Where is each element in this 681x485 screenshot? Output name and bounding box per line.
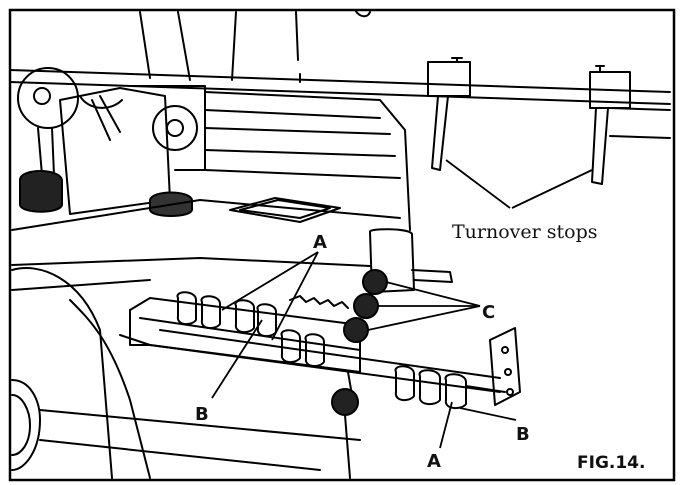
figure-caption: FIG.14.: [577, 453, 645, 473]
machine-body: [9, 9, 671, 479]
label-a-upper: A: [313, 232, 327, 253]
leader-a-upper-2: [271, 251, 319, 341]
label-c: C: [482, 302, 495, 323]
leader-b-right: [459, 407, 517, 421]
label-b-left: B: [195, 404, 209, 425]
leader-c-1: [385, 281, 481, 307]
label-b-right: B: [516, 424, 530, 445]
label-turnover-stops: Turnover stops: [452, 221, 598, 243]
leader-a-lower: [439, 401, 453, 449]
label-a-lower: A: [427, 451, 441, 472]
leader-turnover-left: [445, 159, 511, 209]
figure-border: [8, 8, 676, 482]
leader-c-3: [367, 305, 481, 331]
leader-a-upper-1: [221, 251, 319, 311]
leader-turnover-right: [511, 169, 593, 209]
leader-lines: [211, 159, 593, 449]
leader-b-left: [211, 319, 263, 399]
